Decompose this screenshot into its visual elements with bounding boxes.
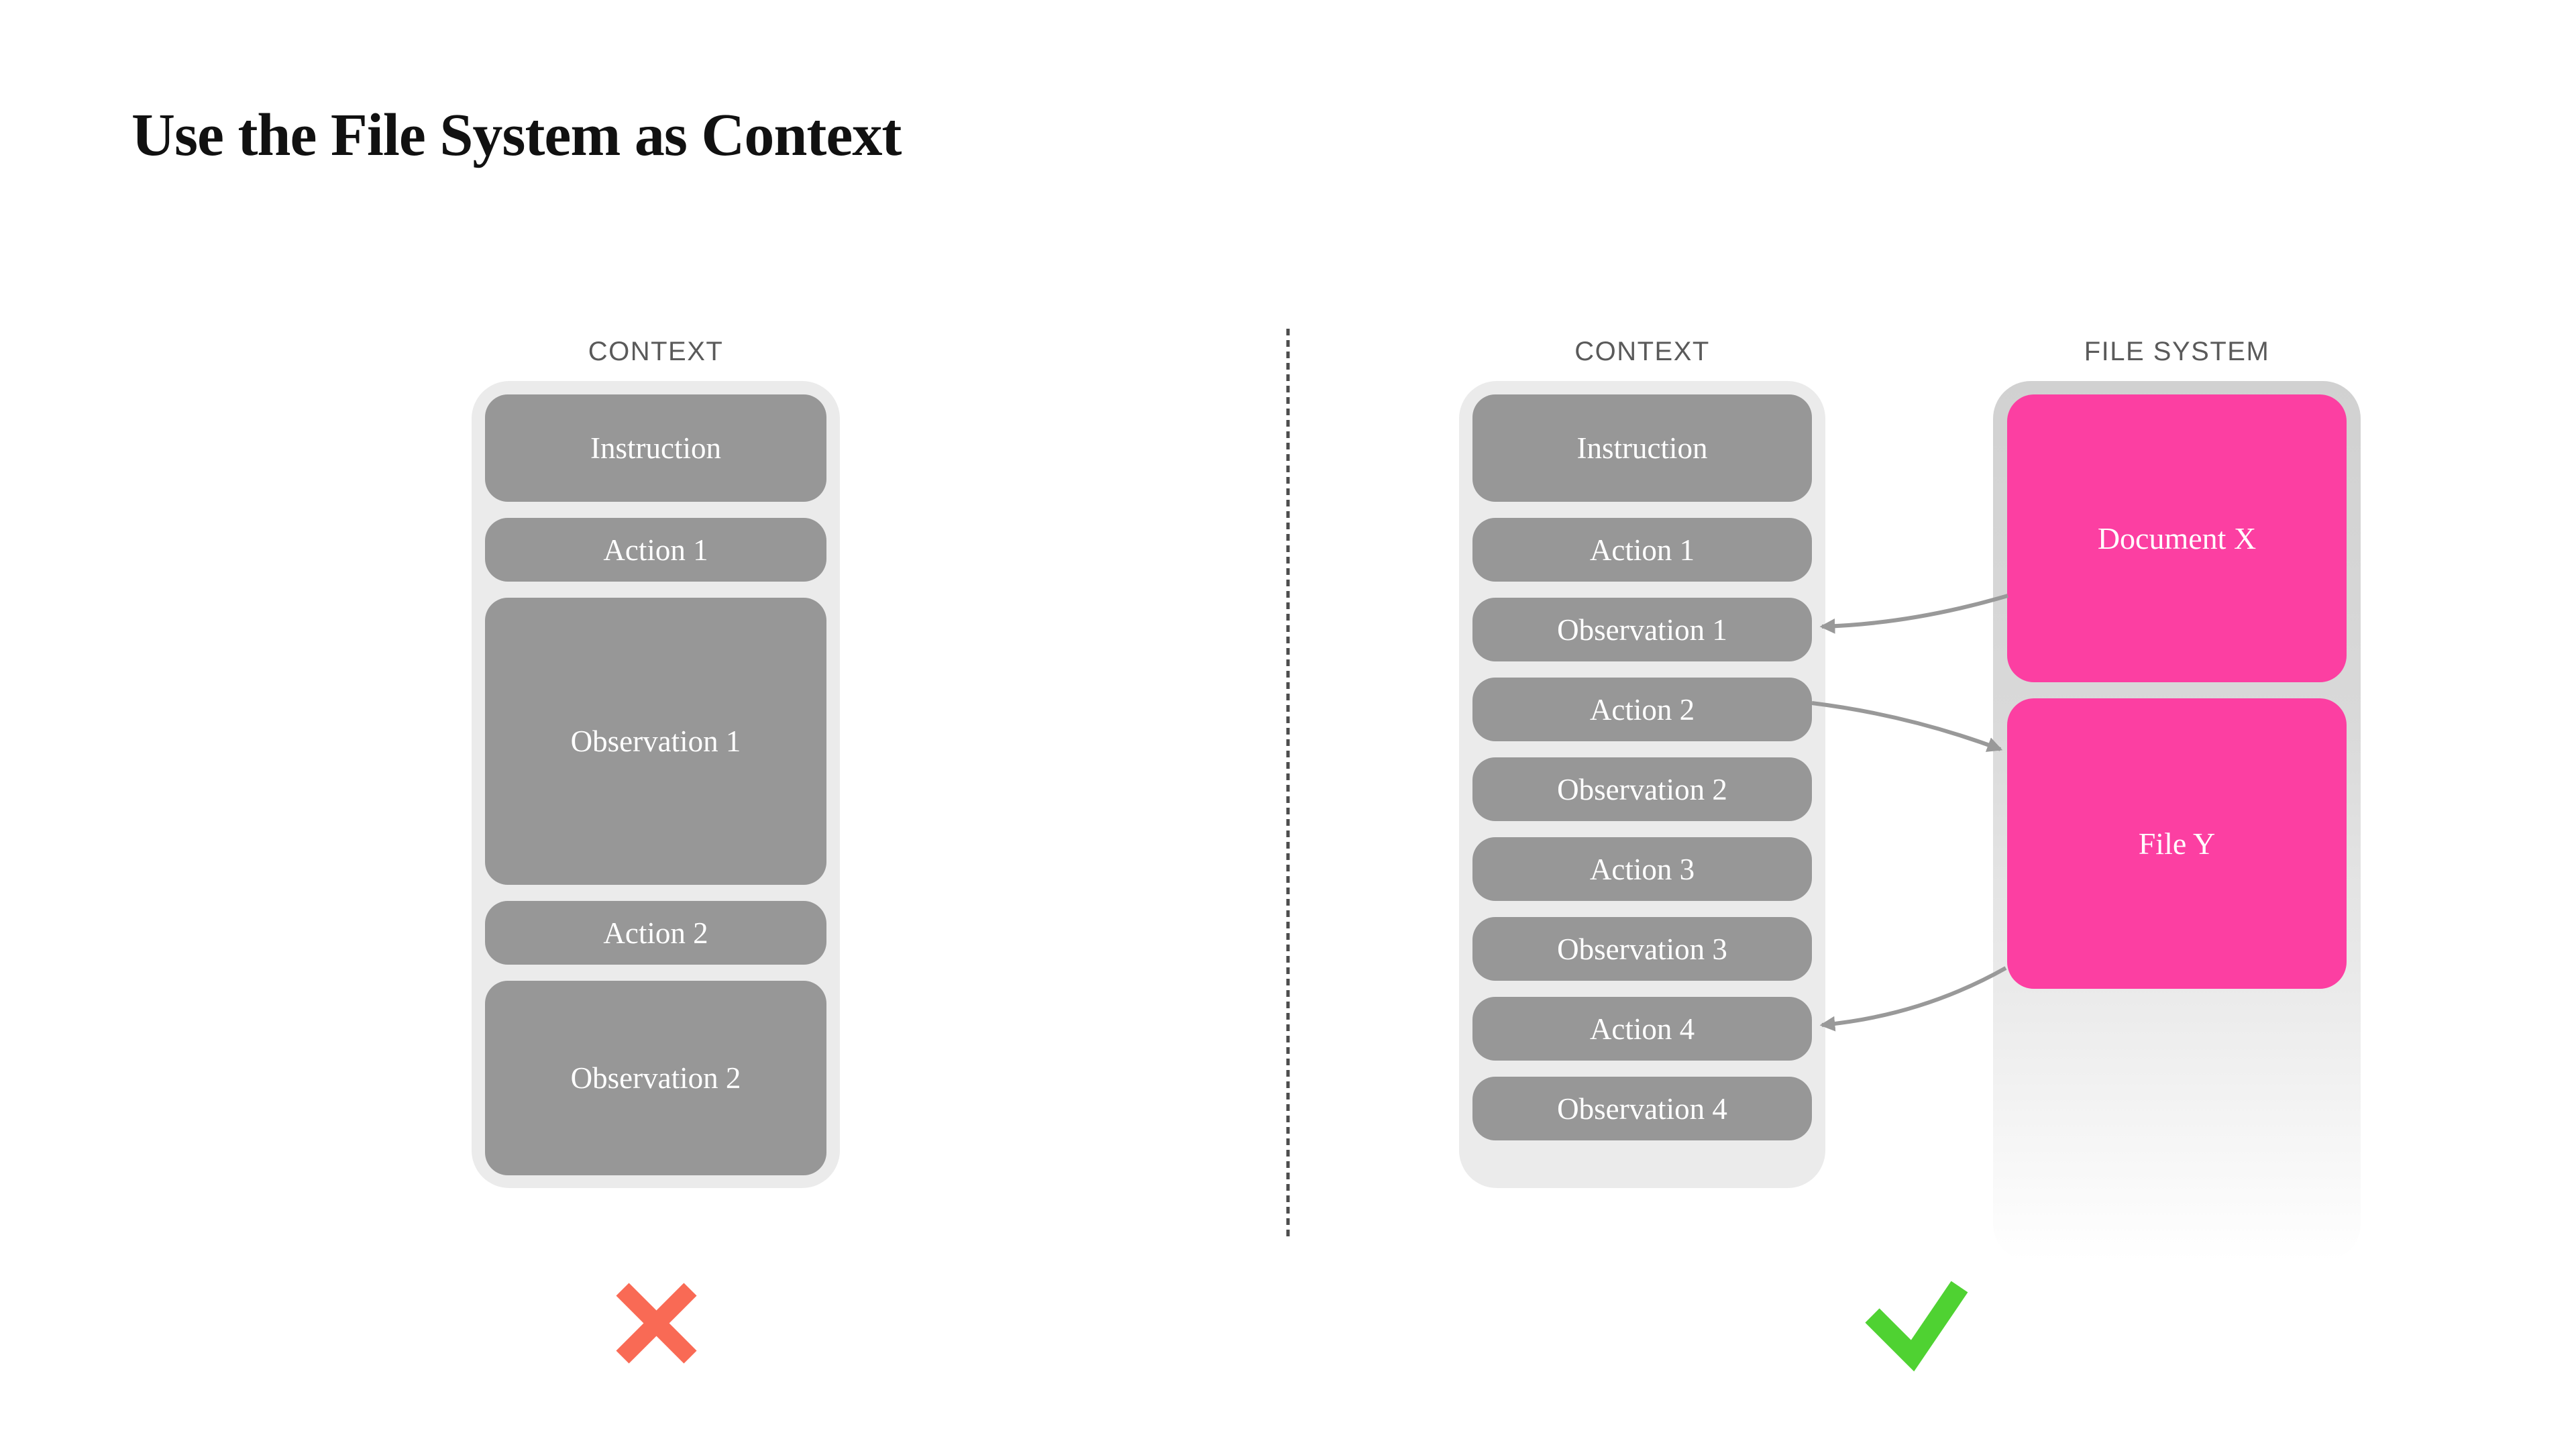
right-box-action-3: Action 3 bbox=[1472, 837, 1812, 901]
file-box-file-y: File Y bbox=[2007, 698, 2347, 989]
cross-icon bbox=[616, 1283, 697, 1364]
arrow-file-y-to-action-4 bbox=[1819, 966, 2007, 1032]
check-icon bbox=[1865, 1281, 1968, 1372]
arrow-action-2-to-file-y bbox=[1811, 701, 2003, 752]
right-box-action-1: Action 1 bbox=[1472, 518, 1812, 582]
left-box-observation-1: Observation 1 bbox=[485, 598, 826, 885]
left-box-action-1: Action 1 bbox=[485, 518, 826, 582]
right-box-instruction: Instruction bbox=[1472, 394, 1812, 502]
right-box-action-4: Action 4 bbox=[1472, 997, 1812, 1061]
right-context-label: CONTEXT bbox=[1574, 337, 1710, 366]
right-box-observation-3: Observation 3 bbox=[1472, 917, 1812, 981]
left-box-instruction: Instruction bbox=[485, 394, 826, 502]
left-context-container: Instruction Action 1 Observation 1 Actio… bbox=[472, 381, 840, 1188]
right-box-observation-2: Observation 2 bbox=[1472, 757, 1812, 821]
right-context-container: Instruction Action 1 Observation 1 Actio… bbox=[1459, 381, 1825, 1188]
file-box-document-x: Document X bbox=[2007, 394, 2347, 682]
left-box-action-2: Action 2 bbox=[485, 901, 826, 965]
file-system-label: FILE SYSTEM bbox=[2084, 337, 2270, 366]
left-context-label: CONTEXT bbox=[588, 337, 724, 366]
page-title: Use the File System as Context bbox=[131, 102, 902, 168]
right-box-observation-1: Observation 1 bbox=[1472, 598, 1812, 661]
arrow-document-x-to-observation-1 bbox=[1819, 594, 2008, 634]
right-box-action-2: Action 2 bbox=[1472, 678, 1812, 741]
right-box-observation-4: Observation 4 bbox=[1472, 1077, 1812, 1140]
left-box-observation-2: Observation 2 bbox=[485, 981, 826, 1175]
file-system-container: Document X File Y bbox=[1993, 381, 2361, 1261]
